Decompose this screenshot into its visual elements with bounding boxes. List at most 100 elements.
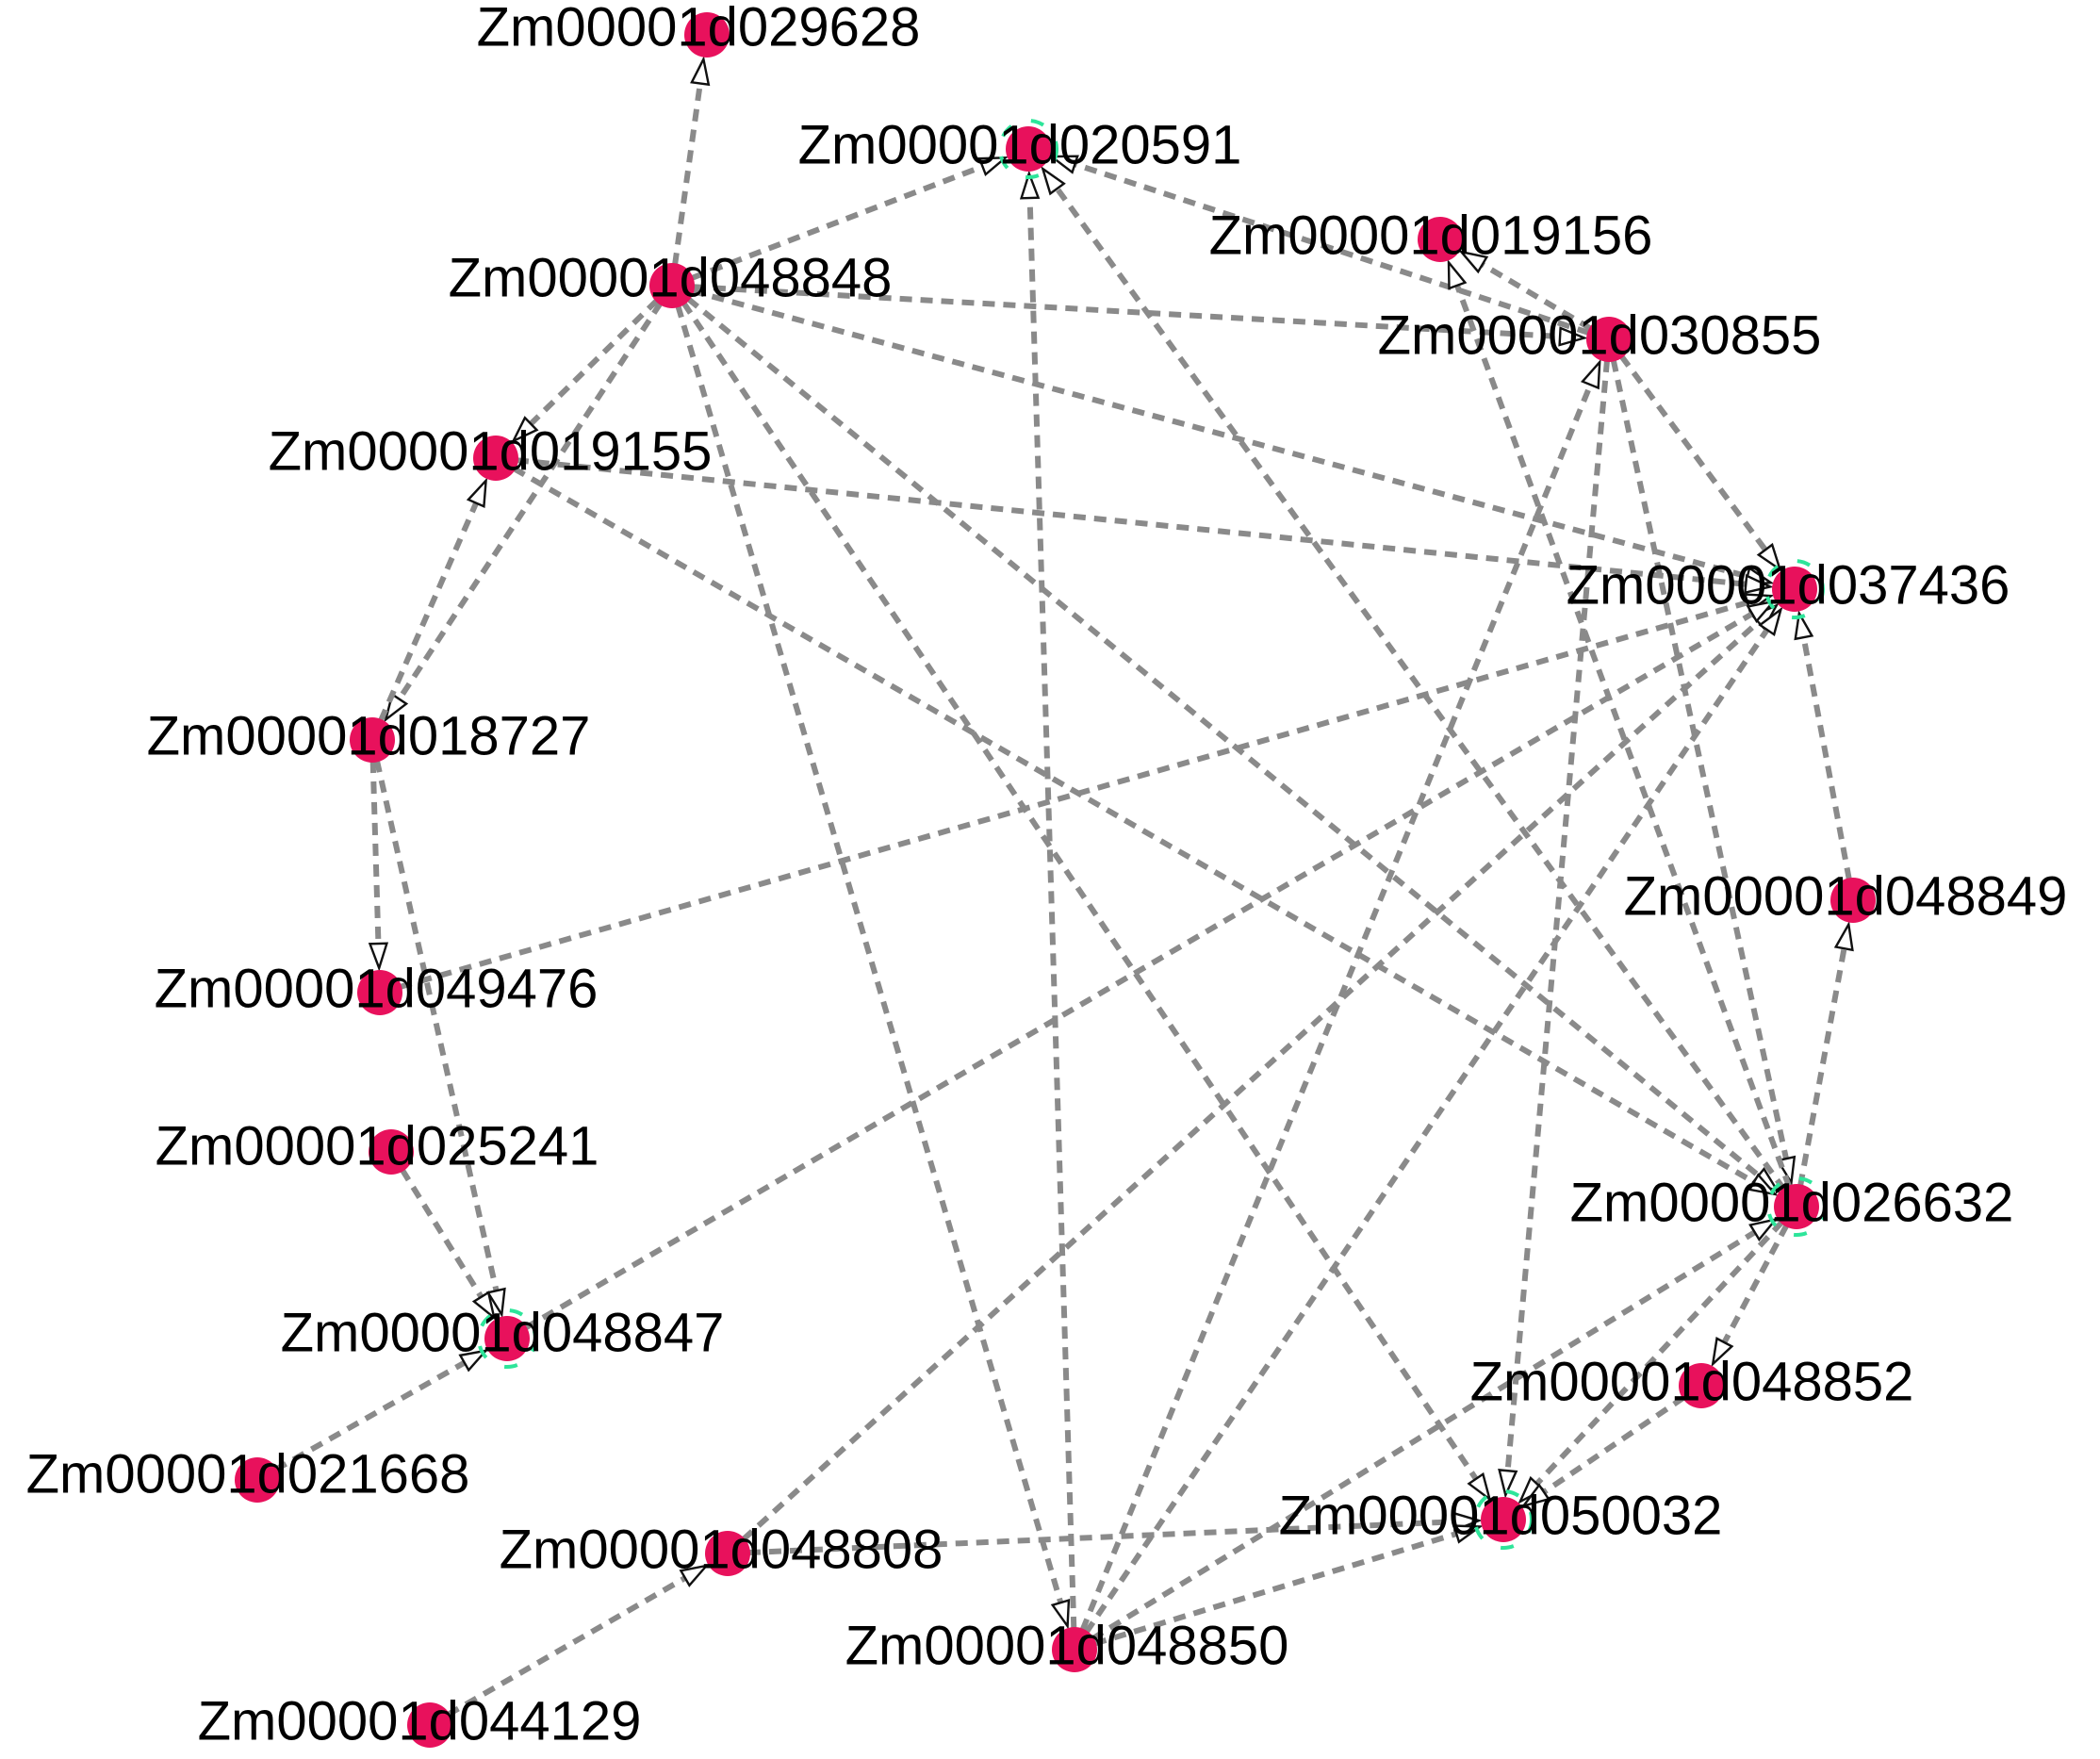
edge-Zm00001d030855-to-Zm00001d026632 — [1606, 338, 1789, 1159]
node-Zm00001d037436[interactable] — [1772, 567, 1817, 612]
edge-Zm00001d048848-to-Zm00001d018727 — [397, 284, 675, 701]
arrowhead-Zm00001d048850 — [1050, 1598, 1071, 1630]
edge-Zm00001d048808-to-Zm00001d050032 — [727, 1519, 1455, 1556]
node-label: Zm00001d029628 — [477, 0, 921, 58]
node-label: Zm00001d037436 — [1567, 554, 2010, 616]
edge-Zm00001d030855-to-Zm00001d050032 — [1504, 338, 1612, 1471]
edge-Zm00001d048848-to-Zm00001d020591 — [670, 163, 984, 288]
arrowhead-Zm00001d037436 — [1746, 600, 1777, 623]
edge-Zm00001d048848-to-Zm00001d026632 — [670, 283, 1761, 1178]
arrowhead-Zm00001d026632 — [1748, 1217, 1779, 1241]
node-Zm00001d019155[interactable] — [473, 436, 518, 481]
node-Zm00001d048848[interactable] — [649, 263, 695, 308]
node-Zm00001d048847[interactable] — [484, 1316, 530, 1361]
node-Zm00001d030855[interactable] — [1586, 317, 1632, 362]
arrowhead-Zm00001d020591 — [1048, 155, 1079, 174]
node-Zm00001d048808[interactable] — [705, 1531, 750, 1576]
node-ring — [1764, 559, 1825, 619]
node-ring — [477, 1308, 537, 1369]
node-label: Zm00001d048808 — [500, 1519, 943, 1580]
edge-Zm00001d048848-to-Zm00001d019155 — [529, 283, 675, 426]
edge-Zm00001d021668-to-Zm00001d048847 — [255, 1360, 467, 1483]
arrowhead-Zm00001d050032 — [1498, 1469, 1518, 1499]
arrowhead-Zm00001d020591 — [1019, 170, 1041, 200]
arrowhead-Zm00001d050032 — [1467, 1471, 1492, 1503]
node-label: Zm00001d049476 — [155, 958, 599, 1019]
arrowhead-Zm00001d037436 — [1758, 606, 1783, 637]
edge-Zm00001d048850-to-Zm00001d037436 — [1072, 628, 1770, 1652]
edge-Zm00001d048850-to-Zm00001d020591 — [1026, 197, 1077, 1651]
labels-layer: Zm00001d029628Zm00001d020591Zm00001d0191… — [26, 0, 2068, 1751]
node-label: Zm00001d026632 — [1570, 1172, 2014, 1233]
arrowhead-Zm00001d019155 — [510, 416, 539, 444]
node-Zm00001d048850[interactable] — [1052, 1627, 1097, 1672]
edge-Zm00001d030855-to-Zm00001d019156 — [1481, 261, 1611, 342]
edge-Zm00001d048850-to-Zm00001d050032 — [1074, 1531, 1458, 1652]
arrowhead-Zm00001d030855 — [1558, 326, 1588, 347]
edge-Zm00001d048848-to-Zm00001d029628 — [669, 83, 703, 287]
edge-Zm00001d048848-to-Zm00001d030855 — [671, 283, 1561, 340]
arrowhead-Zm00001d048847 — [471, 1290, 497, 1322]
arrowhead-Zm00001d020591 — [977, 156, 1009, 177]
edge-Zm00001d049476-to-Zm00001d037436 — [379, 600, 1748, 995]
edge-Zm00001d025241-to-Zm00001d048847 — [388, 1150, 484, 1299]
arrowhead-Zm00001d050032 — [1520, 1483, 1551, 1508]
node-label: Zm00001d018727 — [147, 705, 591, 766]
arrowhead-Zm00001d019156 — [1447, 258, 1468, 290]
node-label: Zm00001d048847 — [281, 1302, 725, 1363]
node-label: Zm00001d030855 — [1378, 304, 1822, 366]
arrowhead-Zm00001d049476 — [368, 942, 389, 972]
edge-Zm00001d018727-to-Zm00001d049476 — [369, 739, 382, 945]
node-Zm00001d048849[interactable] — [1830, 878, 1876, 923]
arrowhead-Zm00001d048808 — [679, 1564, 710, 1587]
arrowhead-Zm00001d029628 — [690, 56, 711, 87]
node-label: Zm00001d044129 — [198, 1690, 642, 1751]
arrowhead-Zm00001d026632 — [1747, 1173, 1779, 1196]
node-label: Zm00001d050032 — [1279, 1485, 1723, 1546]
arrowhead-Zm00001d037436 — [1794, 609, 1814, 641]
nodes-layer — [235, 12, 1876, 1748]
node-ring — [1473, 1489, 1534, 1550]
arrowhead-Zm00001d048852 — [1711, 1337, 1734, 1368]
node-Zm00001d050032[interactable] — [1481, 1497, 1526, 1542]
edge-Zm00001d026632-to-Zm00001d048852 — [1721, 1205, 1799, 1344]
edge-Zm00001d048848-to-Zm00001d048850 — [669, 285, 1064, 1603]
edge-Zm00001d018727-to-Zm00001d019155 — [369, 501, 479, 742]
arrowhead-Zm00001d037436 — [1744, 573, 1774, 595]
node-ring — [998, 119, 1058, 179]
arrowhead-Zm00001d030855 — [1580, 358, 1601, 390]
node-Zm00001d018727[interactable] — [350, 717, 395, 763]
node-label: Zm00001d048852 — [1470, 1351, 1914, 1412]
arrowhead-Zm00001d048847 — [485, 1287, 506, 1319]
edge-Zm00001d026632-to-Zm00001d048849 — [1794, 947, 1847, 1208]
node-label: Zm00001d048849 — [1624, 865, 2068, 927]
node-Zm00001d048852[interactable] — [1679, 1363, 1724, 1408]
edge-Zm00001d048850-to-Zm00001d030855 — [1072, 384, 1594, 1652]
edge-Zm00001d048850-to-Zm00001d026632 — [1073, 1229, 1757, 1652]
arrowhead-Zm00001d019155 — [466, 477, 488, 508]
arrowhead-Zm00001d019156 — [1458, 250, 1489, 274]
node-Zm00001d026632[interactable] — [1774, 1184, 1819, 1229]
node-label: Zm00001d020591 — [798, 114, 1242, 175]
edge-Zm00001d019155-to-Zm00001d037436 — [495, 455, 1747, 587]
edge-Zm00001d048808-to-Zm00001d037436 — [725, 619, 1761, 1556]
node-Zm00001d021668[interactable] — [235, 1457, 280, 1503]
arrowhead-Zm00001d050032 — [1452, 1524, 1484, 1544]
arrowhead-Zm00001d037436 — [1756, 542, 1782, 573]
node-Zm00001d025241[interactable] — [369, 1129, 414, 1175]
edges-layer — [255, 56, 1856, 1728]
node-label: Zm00001d021668 — [26, 1443, 470, 1504]
node-Zm00001d029628[interactable] — [684, 12, 730, 58]
edge-Zm00001d018727-to-Zm00001d048847 — [369, 739, 500, 1291]
node-Zm00001d044129[interactable] — [407, 1702, 452, 1748]
edge-Zm00001d030855-to-Zm00001d037436 — [1606, 337, 1768, 552]
node-Zm00001d049476[interactable] — [357, 970, 402, 1015]
node-Zm00001d020591[interactable] — [1006, 126, 1051, 172]
arrowhead-Zm00001d020591 — [1041, 166, 1066, 196]
edge-Zm00001d030855-to-Zm00001d020591 — [1074, 161, 1610, 342]
node-ring — [1766, 1176, 1827, 1237]
node-Zm00001d019156[interactable] — [1418, 217, 1463, 262]
node-label: Zm00001d048848 — [449, 247, 893, 308]
edge-Zm00001d048852-to-Zm00001d050032 — [1542, 1383, 1703, 1495]
